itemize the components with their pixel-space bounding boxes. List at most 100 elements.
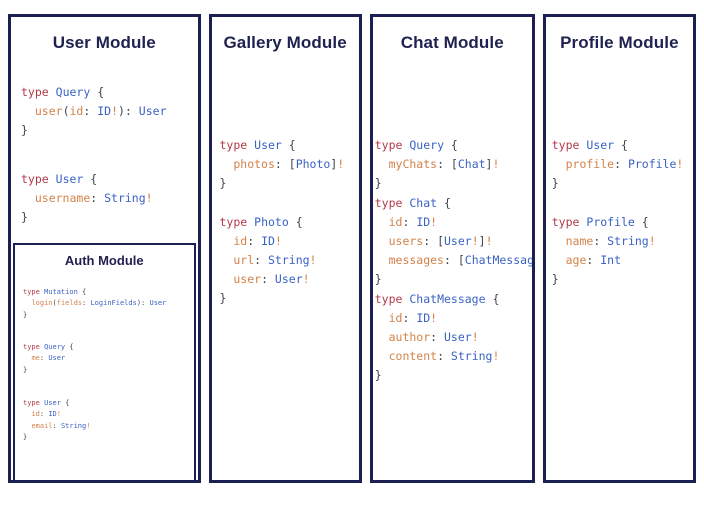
- code-block-user-query: type Query { user(id: ID!): User }: [21, 83, 167, 140]
- code-token: [49, 85, 56, 99]
- code-token: User: [138, 103, 167, 118]
- code-token: id: [388, 214, 403, 229]
- code-block-auth-mutation: type Mutation { login(fields: LoginField…: [23, 287, 166, 322]
- code-token: User: [586, 137, 615, 152]
- code-token: ID: [261, 233, 275, 248]
- code-token: :: [261, 271, 275, 286]
- code-token: :: [402, 214, 417, 229]
- code-token: Profile: [627, 156, 677, 171]
- code-token: {: [281, 137, 296, 152]
- panel-gallery-module[interactable]: Gallery Module type User { photos: [Phot…: [208, 14, 362, 483]
- code-token: :: [586, 252, 601, 267]
- code-token: [552, 157, 566, 171]
- code-token: [49, 172, 56, 186]
- code-token: type: [219, 214, 248, 229]
- code-token: type: [23, 287, 40, 296]
- code-block-auth-user: type User { id: ID! email: String! }: [23, 398, 90, 444]
- code-token: :: [593, 233, 608, 248]
- code-block-user-type: type User { username: String! }: [21, 170, 153, 227]
- code-token: {: [485, 291, 500, 306]
- code-token: (: [52, 299, 57, 308]
- code-token: : [: [274, 156, 296, 171]
- panel-user-module[interactable]: User Module type Query { user(id: ID!): …: [8, 14, 201, 483]
- code-token: fields: [56, 299, 83, 308]
- code-token: Chat: [409, 195, 438, 210]
- code-token: }: [21, 209, 28, 224]
- code-token: [552, 234, 566, 248]
- subpanel-auth-module[interactable]: Auth Module type Mutation { login(fields…: [13, 242, 196, 480]
- code-token: User: [149, 299, 167, 308]
- code-token: content: [388, 348, 438, 363]
- code-token: User: [274, 271, 303, 286]
- code-token: }: [374, 367, 382, 382]
- code-token: profile: [565, 156, 615, 171]
- code-token: :: [614, 156, 628, 171]
- code-block-gallery-photo: type Photo { id: ID! url: String! user: …: [220, 213, 317, 308]
- code-token: user: [34, 103, 63, 118]
- code-token: {: [83, 171, 98, 186]
- code-token: }: [21, 122, 28, 137]
- code-token: String: [607, 233, 649, 248]
- subpanel-body-auth: type Mutation { login(fields: LoginField…: [15, 268, 194, 480]
- code-token: :: [254, 252, 268, 267]
- code-token: : [: [437, 156, 458, 171]
- code-token: [21, 104, 35, 118]
- code-token: type: [374, 195, 403, 210]
- code-token: type: [374, 137, 403, 152]
- code-token: type: [551, 214, 580, 229]
- code-token: [220, 157, 234, 171]
- code-token: Photo: [295, 156, 331, 171]
- code-token: Query: [55, 84, 91, 99]
- code-token: messages: [388, 252, 444, 267]
- code-token: }: [23, 433, 28, 442]
- subpanel-title-auth: Auth Module: [64, 252, 144, 268]
- code-token: [375, 311, 389, 325]
- code-token: [375, 349, 389, 363]
- code-token: type: [23, 342, 40, 351]
- code-token: String: [450, 348, 493, 363]
- panel-body-profile: type User { profile: Profile! } type Pro…: [546, 53, 693, 480]
- code-token: User: [48, 354, 66, 363]
- code-token: !: [471, 233, 479, 248]
- code-token: Int: [600, 252, 622, 267]
- code-token: !: [430, 214, 438, 229]
- code-token: users: [388, 233, 424, 248]
- code-token: {: [634, 214, 649, 229]
- code-token: username: [34, 190, 91, 205]
- code-token: id: [69, 103, 84, 118]
- code-token: photos: [233, 156, 275, 171]
- panel-title-user: User Module: [52, 33, 156, 52]
- code-block-profile-user: type User { profile: Profile! }: [552, 136, 684, 193]
- code-token: id: [388, 310, 403, 325]
- code-token: !: [492, 156, 500, 171]
- code-token: !: [111, 103, 119, 118]
- code-token: !: [471, 329, 479, 344]
- code-token: {: [90, 84, 105, 99]
- code-token: !: [145, 190, 153, 205]
- code-token: [552, 253, 566, 267]
- code-token: id: [233, 233, 248, 248]
- code-token: :: [430, 329, 444, 344]
- code-token: !: [676, 156, 684, 171]
- code-token: login: [31, 299, 53, 308]
- code-token: User: [444, 233, 472, 248]
- code-token: }: [551, 175, 559, 190]
- code-token: [375, 253, 389, 267]
- code-block-auth-query: type Query { me: User }: [23, 342, 74, 377]
- panel-chat-module[interactable]: Chat Module type Query { myChats: [Chat]…: [369, 14, 535, 483]
- code-token: }: [374, 271, 382, 286]
- code-block-chat-message: type ChatMessage { id: ID! author: User!…: [375, 290, 500, 385]
- code-token: [220, 253, 234, 267]
- code-token: String: [104, 190, 146, 205]
- code-token: [220, 234, 234, 248]
- code-token: Mutation: [44, 287, 78, 296]
- panel-profile-module[interactable]: Profile Module type User { profile: Prof…: [542, 14, 696, 483]
- code-token: !: [492, 348, 500, 363]
- code-token: Query: [44, 342, 66, 351]
- code-token: ]: [330, 156, 338, 171]
- code-token: :: [402, 310, 417, 325]
- code-token: (: [62, 103, 70, 118]
- code-block-chat-chat: type Chat { id: ID! users: [User!]! mess…: [374, 194, 532, 289]
- code-token: {: [437, 195, 451, 210]
- code-token: :: [90, 190, 105, 205]
